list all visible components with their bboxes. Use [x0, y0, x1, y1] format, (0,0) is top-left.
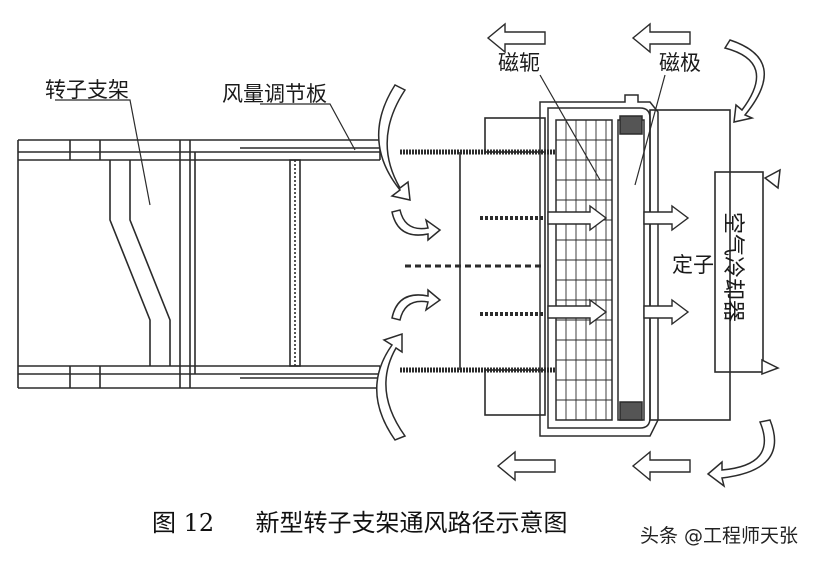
flow-arrows-curved	[376, 39, 781, 488]
watermark: 头条 @工程师天张	[640, 525, 799, 547]
rotor-support-structure	[17, 139, 380, 389]
inner-drum	[379, 117, 555, 416]
label-yoke: 磁轭	[498, 51, 540, 75]
label-rotor-support: 转子支架	[45, 78, 129, 102]
stator-and-cooler	[649, 109, 764, 421]
figure-title: 新型转子支架通风路径示意图	[255, 509, 568, 537]
figure-caption: 图 12 新型转子支架通风路径示意图	[152, 503, 567, 538]
yoke-pole-assembly	[539, 94, 659, 437]
label-stator: 定子	[672, 253, 714, 277]
label-air-cooler: 空气冷却器	[720, 212, 745, 323]
flow-arrows-return	[486, 22, 691, 482]
label-air-regulating-plate: 风量调节板	[222, 82, 327, 106]
flow-arrows-radial	[547, 204, 690, 326]
figure-number: 图 12	[152, 509, 215, 537]
label-pole: 磁极	[659, 51, 701, 75]
